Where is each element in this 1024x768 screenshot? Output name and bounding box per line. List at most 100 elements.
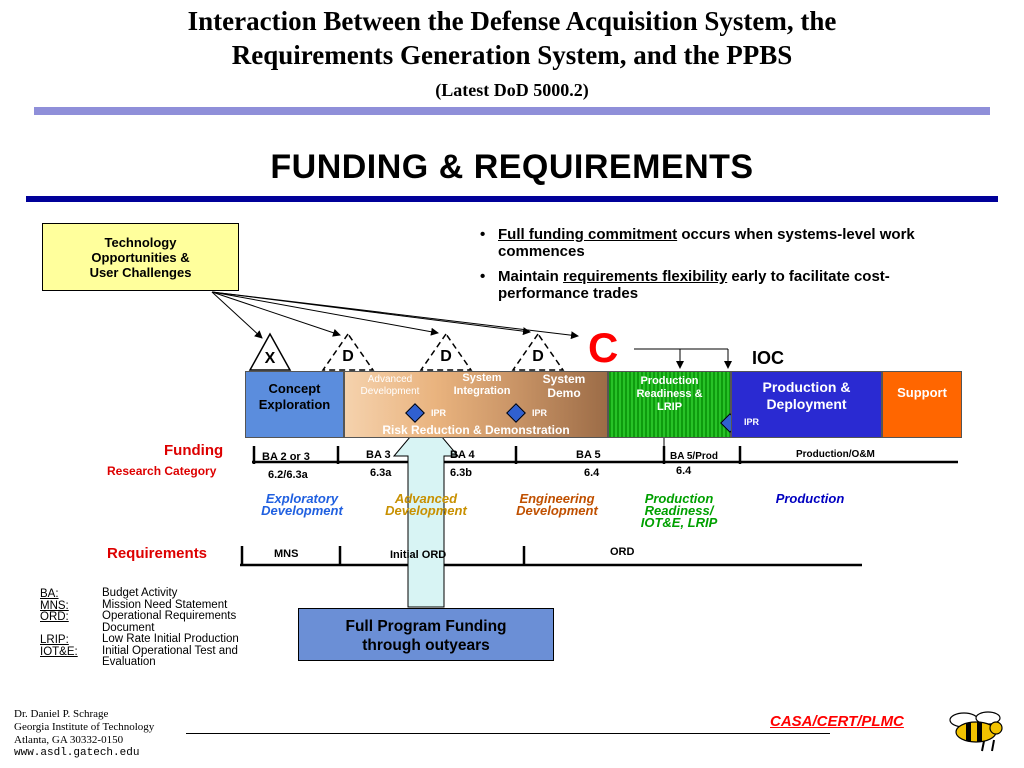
- req-mns: MNS: [274, 548, 299, 560]
- ba-2-or-3: BA 2 or 3: [262, 451, 310, 463]
- funding-label: Funding: [164, 442, 224, 459]
- footer-line2: Georgia Institute of Technology: [14, 721, 155, 733]
- legend-value-ord: Operational Requirements Document: [102, 610, 237, 634]
- legend-key-ord: ORD:: [40, 611, 69, 623]
- milestone-d1-label: D: [342, 348, 354, 365]
- arrow-tech-to-d1: [211, 291, 341, 337]
- technology-opportunities-box: Technology Opportunities & User Challeng…: [42, 223, 239, 291]
- sys-demo-line2: Demo: [547, 386, 581, 400]
- sys-int-line2: Integration: [453, 385, 511, 397]
- footer-divider: [186, 733, 830, 734]
- prod-deploy-line2: Deployment: [766, 396, 847, 412]
- cat-exploratory-line2: Development: [261, 503, 343, 518]
- milestone-d1-triangle: [321, 332, 375, 371]
- header-subtitle: (Latest DoD 5000.2): [435, 80, 589, 100]
- milestone-c-label: C: [588, 324, 619, 371]
- prod-ready-line2: Readiness &: [636, 388, 703, 400]
- req-initial-ord: Initial ORD: [390, 549, 447, 561]
- milestone-x-triangle: [248, 332, 292, 371]
- bullet-dot: •: [480, 268, 486, 285]
- phase-production-readiness: Production Readiness & LRIP: [608, 371, 740, 438]
- requirements-label: Requirements: [107, 545, 208, 562]
- bullet-1-underlined: Full funding commitment: [498, 226, 678, 243]
- category-engineering: Engineering Development: [500, 491, 614, 518]
- code-6-4-a: 6.4: [584, 467, 600, 479]
- ba-4: BA 4: [450, 449, 475, 461]
- ipr-diamond-2: [506, 403, 526, 423]
- adv-dev-line2: Development: [360, 386, 420, 397]
- header-divider: [34, 107, 990, 115]
- legend-value-ba: Budget Activity: [102, 587, 178, 599]
- bullet-1-text: occurs when systems-level work commences: [498, 226, 915, 260]
- ipr-label-2: IPR: [532, 408, 548, 418]
- page-header-title: Interaction Between the Defense Acquisit…: [0, 4, 1024, 72]
- code-6-2: 6.2/6.3a: [268, 469, 308, 481]
- arrow-tech-to-d2: [211, 291, 439, 336]
- ipr-label-1: IPR: [431, 408, 447, 418]
- production-om: Production/O&M: [796, 449, 875, 460]
- prod-ready-line3: LRIP: [656, 401, 683, 413]
- phase-production-deployment: Production & Deployment IPR: [731, 371, 882, 438]
- bee-mascot-icon: [949, 711, 1003, 752]
- legend-key-lrip: LRIP:: [40, 634, 69, 646]
- cat-engineering-line1: Engineering: [519, 491, 595, 506]
- full-funding-line2: through outyears: [362, 637, 490, 654]
- research-category-label: Research Category: [107, 464, 217, 478]
- req-ord: ORD: [610, 546, 635, 558]
- tech-box-line2: Opportunities &: [91, 250, 190, 265]
- code-6-3a: 6.3a: [370, 467, 392, 479]
- footer-line1: Dr. Daniel P. Schrage: [14, 708, 109, 720]
- legend-key-iote: IOT&E:: [40, 645, 78, 658]
- risk-reduction-label: Risk Reduction & Demonstration: [382, 423, 570, 437]
- category-advanced: Advanced Development: [370, 492, 482, 517]
- adv-dev-line1: Advanced: [367, 374, 413, 385]
- footer-line4: www.asdl.gatech.edu: [14, 747, 140, 759]
- cat-engineering-line2: Development: [516, 503, 598, 518]
- milestone-d3-triangle: [511, 332, 565, 371]
- legend-value-mns: Mission Need Statement: [102, 598, 228, 611]
- full-program-funding-box: Full Program Funding through outyears: [298, 608, 554, 661]
- ba-5-prod: BA 5/Prod: [670, 451, 718, 462]
- ioc-label: IOC: [752, 348, 785, 368]
- category-production: Production: [775, 491, 845, 506]
- ipr-diamond-1: [405, 403, 425, 423]
- milestone-d3-label: D: [532, 348, 544, 365]
- category-exploratory: Exploratory Development: [246, 491, 358, 518]
- cat-prod-ready-line2: Readiness/: [644, 503, 714, 518]
- footer-line3: Atlanta, GA 30332-0150: [14, 734, 124, 746]
- bullet-2-underlined: requirements flexibility: [563, 268, 728, 285]
- milestone-d2-triangle: [419, 332, 473, 371]
- legend-key-ba: BA:: [40, 588, 59, 600]
- support-label: Support: [897, 385, 947, 400]
- cat-prod-ready-line1: Production: [644, 491, 714, 506]
- code-6-4-b: 6.4: [676, 465, 692, 477]
- header-title-line2: Requirements Generation System, and the …: [231, 40, 793, 70]
- acronym-legend: BA: Budget Activity MNS: Mission Need St…: [40, 587, 290, 672]
- sys-demo-line1: System: [542, 372, 586, 386]
- ipr-label-3: IPR: [744, 417, 760, 427]
- legend-value-lrip: Low Rate Initial Production: [102, 633, 239, 645]
- code-6-3b: 6.3b: [450, 467, 473, 479]
- main-title: FUNDING & REQUIREMENTS: [270, 148, 754, 186]
- prod-deploy-line1: Production &: [762, 379, 851, 395]
- main-title-divider: [26, 196, 998, 202]
- footer-brand: CASA/CERT/PLMC: [770, 713, 904, 730]
- bullet-dot: •: [480, 226, 486, 243]
- prod-ready-line1: Production: [640, 375, 699, 387]
- ba-5: BA 5: [576, 449, 601, 461]
- legend-value-iote: Initial Operational Test and Evaluation: [102, 644, 238, 668]
- tech-box-line3: User Challenges: [89, 265, 192, 280]
- phase-concept-exploration: Concept Exploration: [245, 371, 344, 438]
- milestone-d2-label: D: [440, 348, 452, 365]
- full-funding-line1: Full Program Funding: [345, 618, 507, 635]
- cat-exploratory-line1: Exploratory: [265, 491, 339, 506]
- ba-3: BA 3: [366, 449, 391, 461]
- concept-line1: Concept: [268, 381, 321, 396]
- footer-author: Dr. Daniel P. Schrage Georgia Institute …: [14, 708, 154, 760]
- arrow-tech-to-x: [211, 291, 263, 339]
- bullet-2-text: early to facilitate cost-performance tra…: [498, 268, 890, 302]
- arrow-tech-to-c: [211, 291, 579, 340]
- cat-prod-ready-line3: IOT&E, LRIP: [640, 515, 718, 530]
- legend-key-mns: MNS:: [40, 599, 69, 612]
